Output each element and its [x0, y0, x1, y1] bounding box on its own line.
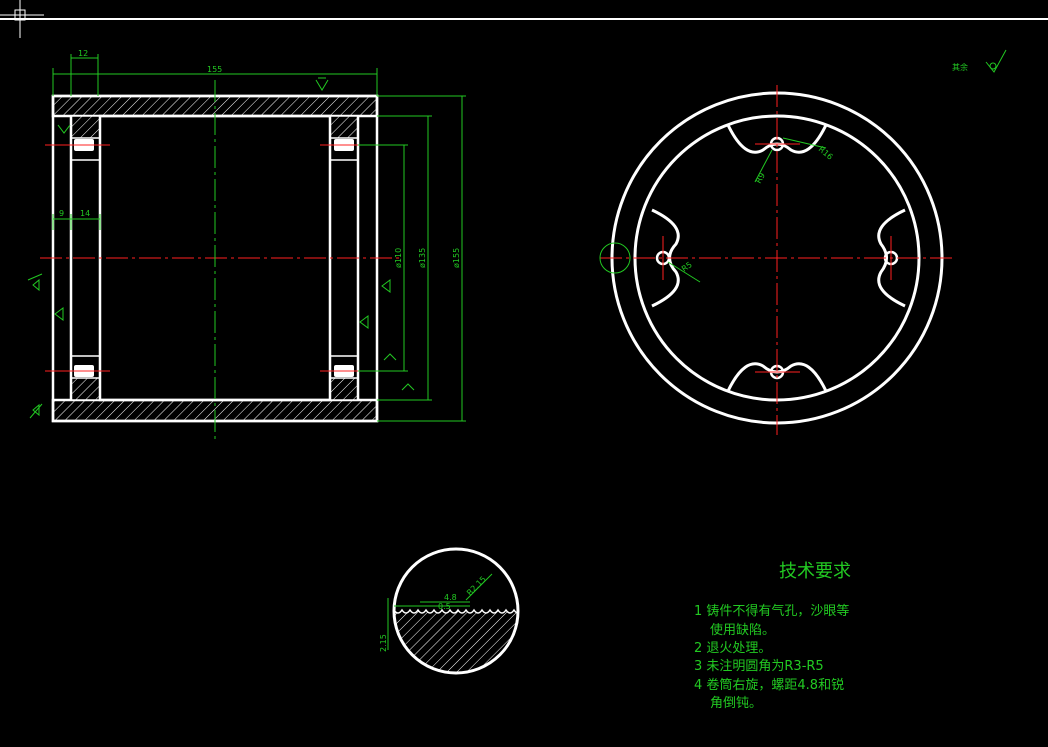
tech-requirement-line: 角倒钝。: [710, 696, 762, 711]
dim-section-dia110: ø110: [394, 248, 403, 268]
dim-thread-2-15: 2.15: [379, 634, 388, 652]
section-dimensions: [52, 54, 466, 422]
technical-requirements: 技术要求 1 铸件不得有气孔，沙眼等 使用缺陷。 2 退火处理。 3 未注明圆角…: [694, 561, 851, 711]
section-right-hub-top: [329, 115, 359, 139]
tech-requirement-line: 1 铸件不得有气孔，沙眼等: [694, 603, 849, 619]
dim-section-155: 155: [207, 65, 222, 74]
dim-end-r16: R16: [817, 145, 835, 162]
dim-thread-0-5: 0.5: [438, 602, 451, 611]
tech-requirement-line: 3 未注明圆角为R3-R5: [694, 659, 824, 674]
roughness-symbol-icon: [27, 77, 415, 419]
dim-section-12: 12: [78, 49, 88, 58]
end-view-dimensions: [599, 137, 827, 283]
dim-end-r9: R9: [754, 171, 767, 185]
dim-section-dia135: ø135: [418, 248, 427, 268]
dim-section-9: 9: [59, 209, 64, 218]
dim-thread-4-8: 4.8: [444, 593, 457, 602]
tech-requirement-line: 2 退火处理。: [694, 641, 771, 656]
end-view-right-boss: [877, 208, 906, 308]
section-right-hub-bottom: [329, 377, 359, 401]
thread-detail-circle: [392, 547, 520, 675]
dim-end-r5: R5: [680, 260, 694, 273]
general-roughness-icon: [985, 49, 1007, 73]
tech-requirements-title: 技术要求: [779, 561, 851, 582]
section-left-hub-bottom: [70, 377, 101, 401]
end-view-centerlines: [600, 85, 955, 435]
section-view: [40, 80, 400, 440]
thread-profile: [394, 608, 518, 614]
roughness-note-label: 其余: [952, 62, 968, 72]
dim-section-14: 14: [80, 209, 90, 218]
section-left-hub-top: [70, 115, 101, 139]
thread-detail-view: 4.8 0.5 R2.15 2.15: [379, 547, 520, 675]
dim-section-dia155: ø155: [452, 248, 461, 268]
tech-requirement-line: 4 卷筒右旋，螺距4.8和锐: [694, 677, 844, 693]
cursor-crosshair-icon: [0, 0, 44, 38]
tech-requirement-line: 使用缺陷。: [710, 622, 775, 638]
dim-thread-r2-15: R2.15: [465, 575, 488, 598]
